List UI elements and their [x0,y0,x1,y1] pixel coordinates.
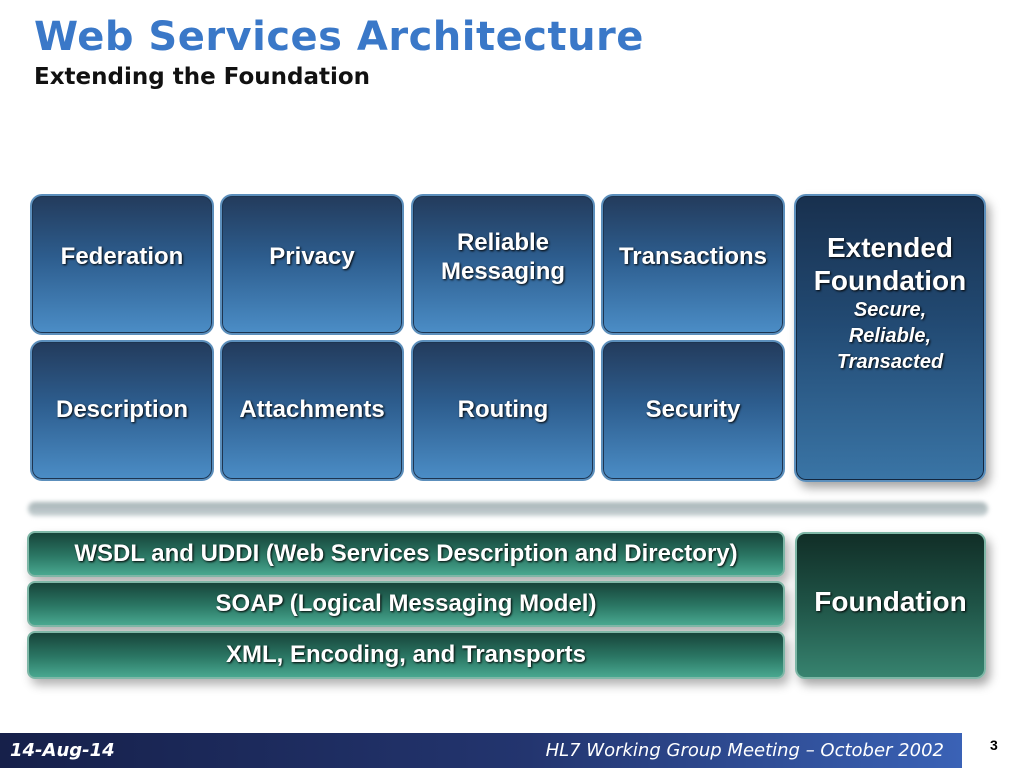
block-security: Security [601,340,785,481]
layer-label: SOAP (Logical Messaging Model) [215,590,597,617]
block-label: Description [55,396,189,423]
block-transactions: Transactions [601,194,785,335]
block-description: Description [30,340,214,481]
block-label: Reliable Messaging [440,228,566,285]
block-label: Privacy [269,243,355,270]
block-privacy: Privacy [220,194,404,335]
extended-foundation-subtitle-3: Transacted [836,351,944,373]
block-label: Routing [457,396,549,423]
layer-wsdl-uddi: WSDL and UDDI (Web Services Description … [27,531,785,577]
block-label: Federation [60,243,184,270]
slide-title: Web Services Architecture [34,14,644,60]
footer-bar: 14-Aug-14 HL7 Working Group Meeting – Oc… [0,733,962,768]
block-federation: Federation [30,194,214,335]
block-label: Security [645,396,741,423]
block-label: Attachments [239,396,385,423]
block-routing: Routing [411,340,595,481]
page-number: 3 [990,737,998,753]
extended-foundation-subtitle-1: Secure, [853,299,927,321]
slide-subtitle: Extending the Foundation [34,64,371,90]
block-label: Transactions [618,243,768,270]
foundation-label: Foundation [814,585,967,617]
block-attachments: Attachments [220,340,404,481]
layer-label: WSDL and UDDI (Web Services Description … [74,540,738,567]
block-reliable-messaging: Reliable Messaging [411,194,595,335]
layer-soap: SOAP (Logical Messaging Model) [27,581,785,627]
extended-foundation-subtitle-2: Reliable, [848,325,932,347]
extended-foundation-title: Extended Foundation [813,232,967,296]
divider-shadow [28,502,988,516]
footer-meeting: HL7 Working Group Meeting – October 2002 [545,740,944,761]
footer-date: 14-Aug-14 [10,740,115,761]
layer-label: XML, Encoding, and Transports [225,641,587,668]
extended-foundation-block: Extended Foundation Secure, Reliable, Tr… [794,194,986,482]
foundation-block: Foundation [795,532,986,679]
layer-xml-transports: XML, Encoding, and Transports [27,631,785,679]
